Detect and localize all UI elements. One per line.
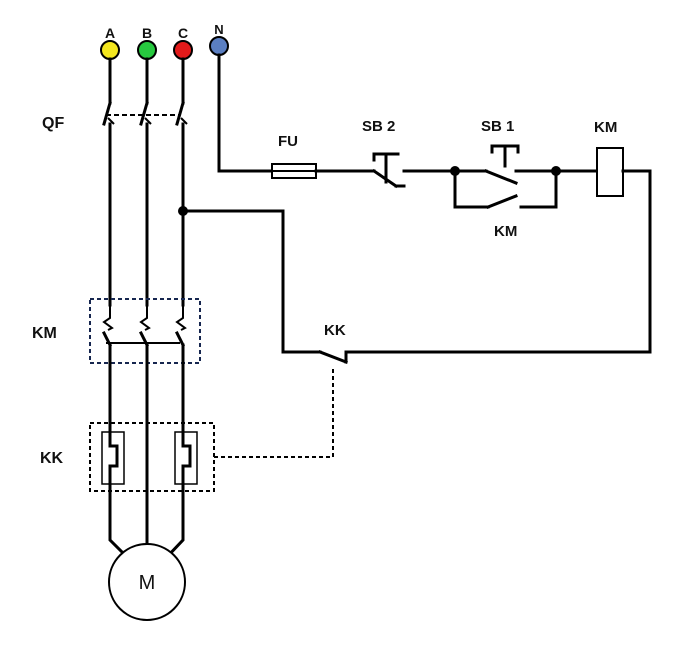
fuse-fu: FU [271,133,317,179]
terminal-a: A [100,25,120,60]
coil-icon [596,147,624,197]
label-c: C [178,25,188,41]
overload-contact-kk: KK [318,322,348,364]
km-holding-label: KM [494,223,517,240]
power-lines: QF [42,57,188,307]
start-button-sb1: SB 1 [453,118,558,185]
km-coil-label: KM [594,119,617,136]
nc-contact-icon [318,350,348,364]
label-b: B [142,25,152,41]
heater-element-c-icon [174,431,198,485]
contactor-box [89,298,201,364]
overload-relay-kk: KK [40,366,334,492]
control-circuit: FU SB 2 SB 1 [181,53,652,364]
terminal-b: B [137,25,157,60]
mechanical-link [214,366,334,458]
motor-icon [108,543,186,621]
holding-contact-km: KM [453,169,558,240]
motor: M [108,543,186,621]
coil-km: KM [594,119,624,197]
phase-a-terminal-icon [100,40,120,60]
stop-button-sb2: SB 2 [362,118,406,189]
contactor-contacts-icon [101,305,187,365]
km-main-label: KM [32,325,57,342]
motor-label: M [139,572,156,594]
sb2-label: SB 2 [362,118,395,135]
label-n: N [214,22,223,37]
breaker-qf-icon [102,101,188,126]
qf-label: QF [42,115,64,132]
terminal-n: N [209,22,229,56]
heater-element-a-icon [101,431,125,485]
phase-c-terminal-icon [173,40,193,60]
fu-label: FU [278,133,298,150]
terminal-c: C [173,25,193,60]
push-button-no-icon [453,144,558,185]
sb1-label: SB 1 [481,118,514,135]
phase-b-terminal-icon [137,40,157,60]
kk-contact-label: KK [324,322,346,339]
neutral-terminal-icon [209,36,229,56]
main-contactor-km: KM [32,298,201,365]
push-button-nc-icon [371,152,406,189]
kk-relay-label: KK [40,450,64,467]
label-a: A [105,25,115,41]
